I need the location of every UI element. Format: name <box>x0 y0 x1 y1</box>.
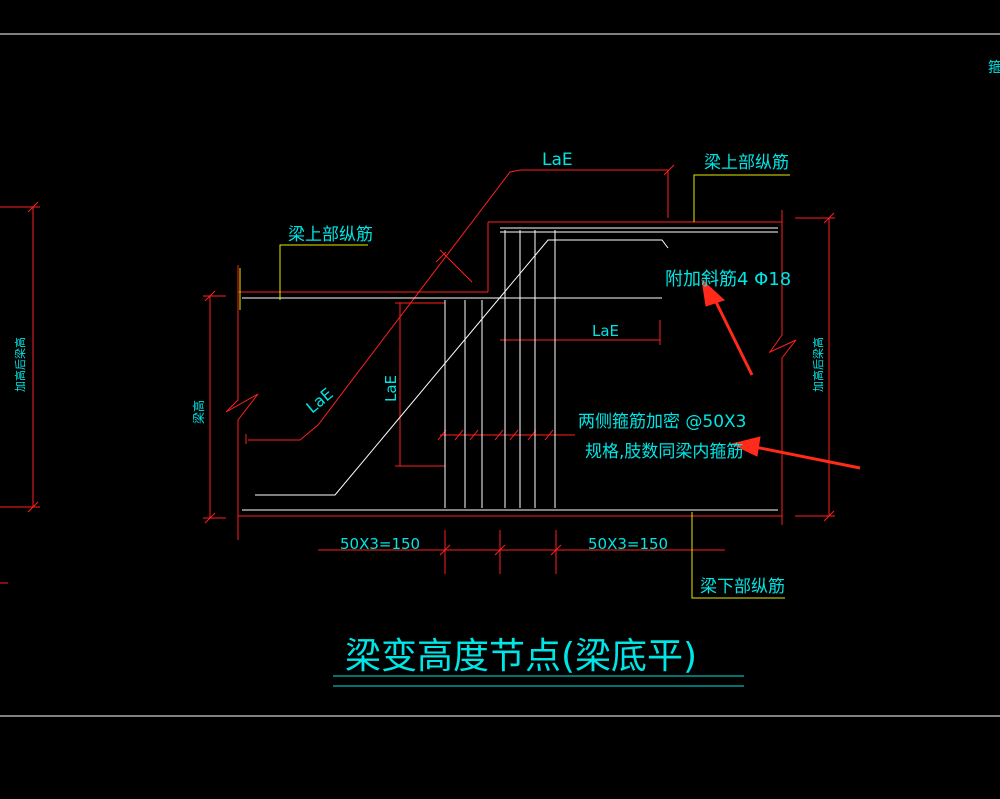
beam-height-after-right-label: 加高后梁高 <box>811 337 825 392</box>
beam-height-after-left-label: 加高后梁高 <box>13 337 27 392</box>
added-bar-label: 附加斜筋4 Φ18 <box>665 269 791 290</box>
lae-mid-label: LaE <box>592 322 619 340</box>
rebar-lines <box>242 227 778 511</box>
red-arrows <box>701 278 861 470</box>
drawing-frame <box>0 33 1000 717</box>
lae-vert-label: LaE <box>382 375 400 402</box>
stirrup-label-2: 规格,肢数同梁内箍筋 <box>585 442 743 462</box>
leader-lines <box>239 174 790 599</box>
arrow-to-stirrup <box>754 445 861 470</box>
lae-top-label: LaE <box>542 150 573 170</box>
top-bar-right-label: 梁上部纵筋 <box>704 153 789 173</box>
bottom-bar-label: 梁下部纵筋 <box>700 577 785 597</box>
lae-diag-label: LaE <box>302 384 336 417</box>
edge-fragment-label: 箍 <box>988 59 1000 76</box>
title-underline <box>333 675 744 687</box>
left-partial-dimension <box>0 201 40 584</box>
stirrup-label-1: 两侧箍筋加密 @50X3 <box>578 412 747 432</box>
arrow-to-added-bar <box>713 299 754 376</box>
dim-left-label: 50X3=150 <box>340 535 420 553</box>
drawing-title: 梁变高度节点(梁底平) <box>345 636 697 677</box>
top-bar-left-label: 梁上部纵筋 <box>288 225 373 245</box>
dim-right-label: 50X3=150 <box>588 535 668 553</box>
beam-outline <box>203 164 835 574</box>
beam-height-label: 梁高 <box>191 400 206 424</box>
